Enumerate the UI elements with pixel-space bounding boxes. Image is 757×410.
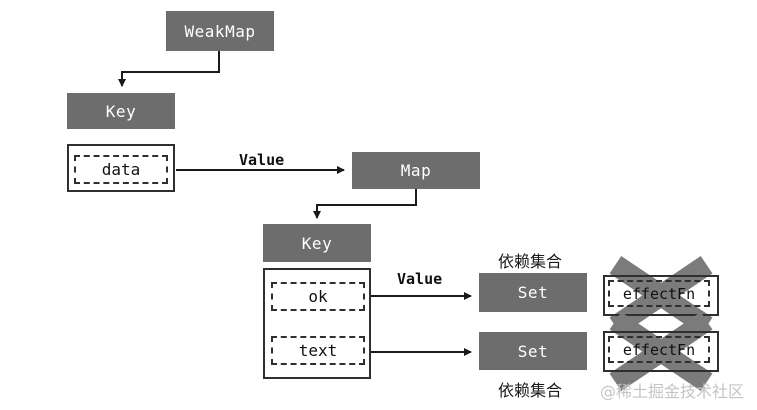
node-key-top: Key [67,93,175,129]
node-effectfn-bottom-outer [603,331,719,372]
edge-weakmap-to-key [118,51,220,87]
node-effectfn-bottom: effectFn [608,336,710,363]
node-map: Map [352,152,480,189]
node-weakmap: WeakMap [166,11,274,51]
node-ok: ok [271,282,365,311]
node-effectfn-top-wrap: effectFn [603,256,719,335]
map-entries-container: ok text [263,268,371,379]
node-data-outer: data [67,144,175,192]
node-key-mid: Key [263,224,371,262]
edge-map-to-key [313,189,417,219]
node-effectfn-top-outer [603,275,719,316]
annotation-dep-set-top: 依赖集合 [498,252,563,271]
node-text: text [271,336,365,365]
watermark: @稀土掘金技术社区 [600,382,745,401]
edge-label-value-bottom: Value [397,270,443,288]
node-effectfn-top: effectFn [608,280,710,307]
node-effectfn-bottom-wrap: effectFn [603,312,719,391]
annotation-dep-set-bottom: 依赖集合 [498,381,563,400]
edge-label-value-top: Value [239,151,285,169]
node-data: data [74,155,168,184]
node-set-bottom: Set [479,332,587,370]
node-set-top: Set [479,273,587,312]
